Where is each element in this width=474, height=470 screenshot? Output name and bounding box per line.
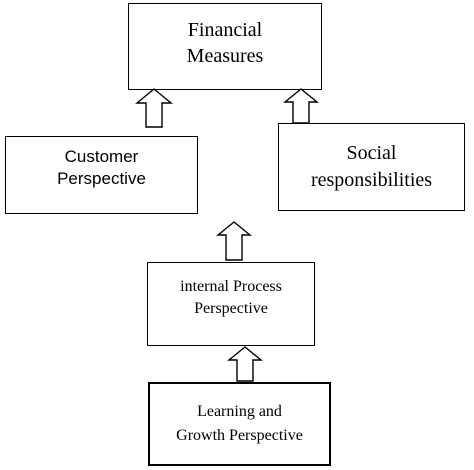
arrow-learning-to-internal xyxy=(227,346,263,382)
arrow-social-to-financial xyxy=(283,88,319,124)
financial-measures-label: Financial Measures xyxy=(186,18,264,67)
learning-growth-perspective-label: Learning and Growth Perspective xyxy=(176,403,303,444)
social-responsibilities-label: Social responsibilities xyxy=(310,142,433,191)
arrow-internal-to-social xyxy=(216,221,252,261)
social-responsibilities-box: Social responsibilities xyxy=(278,123,465,211)
customer-perspective-label: Customer Perspective xyxy=(57,147,146,188)
financial-measures-box: Financial Measures xyxy=(128,3,322,90)
internal-process-perspective-box: internal Process Perspective xyxy=(147,262,315,346)
learning-growth-perspective-box: Learning and Growth Perspective xyxy=(148,382,331,466)
arrow-customer-to-financial xyxy=(135,88,173,128)
customer-perspective-box: Customer Perspective xyxy=(5,136,198,214)
internal-process-perspective-label: internal Process Perspective xyxy=(180,278,282,317)
